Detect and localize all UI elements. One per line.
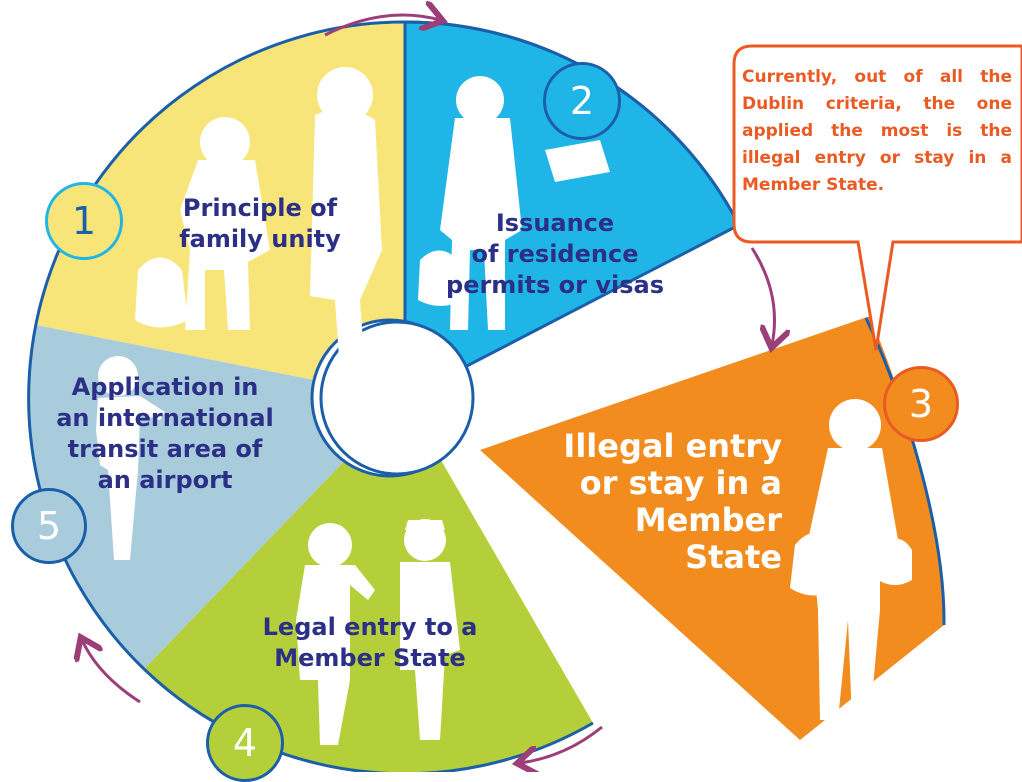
sector-illegal-entry-edge <box>864 317 946 626</box>
silhouette-children-figure <box>135 67 382 373</box>
silhouette-airport-traveller <box>96 356 165 560</box>
cycle-arrow-left <box>82 640 141 704</box>
label-family-unity: Principle of family unity <box>150 193 370 255</box>
badge-1: 1 <box>45 182 123 260</box>
badge-3: 3 <box>883 366 959 442</box>
label-airport-transit: Application in an international transit … <box>40 372 290 496</box>
callout-text: Currently, out of all the Dublin criteri… <box>742 67 1012 195</box>
badge-2: 2 <box>543 62 621 140</box>
label-line: Member <box>634 501 782 539</box>
label-line: of residence <box>471 240 639 268</box>
callout-bubble <box>732 44 1022 351</box>
label-legal-entry: Legal entry to a Member State <box>245 612 495 674</box>
label-line: Issuance <box>495 209 615 237</box>
silhouette-migrant-figure <box>790 399 912 720</box>
label-line: family unity <box>179 225 341 253</box>
badge-4: 4 <box>206 704 284 782</box>
label-residence-permits: Issuance of residence permits or visas <box>430 208 680 301</box>
silhouette-man-figure <box>418 76 610 330</box>
label-illegal-entry: Illegal entry or stay in a Member State <box>556 428 782 576</box>
label-line: Illegal entry <box>563 427 782 465</box>
label-line: State <box>685 538 782 576</box>
label-line: an international <box>56 404 274 432</box>
silhouette-border-officer <box>296 519 460 745</box>
label-line: transit area of <box>67 435 263 463</box>
label-line: Legal entry to a <box>262 613 478 641</box>
label-line: or stay in a <box>579 464 782 502</box>
label-line: Member State <box>274 644 466 672</box>
label-line: Application in <box>71 373 259 401</box>
label-line: Principle of <box>182 194 338 222</box>
label-line: permits or visas <box>446 271 664 299</box>
cycle-arrow-bottom <box>520 725 603 763</box>
label-line: an airport <box>97 466 233 494</box>
badge-5: 5 <box>11 488 87 564</box>
cycle-arrow-top <box>324 15 440 37</box>
cycle-arrow-right <box>750 247 775 345</box>
